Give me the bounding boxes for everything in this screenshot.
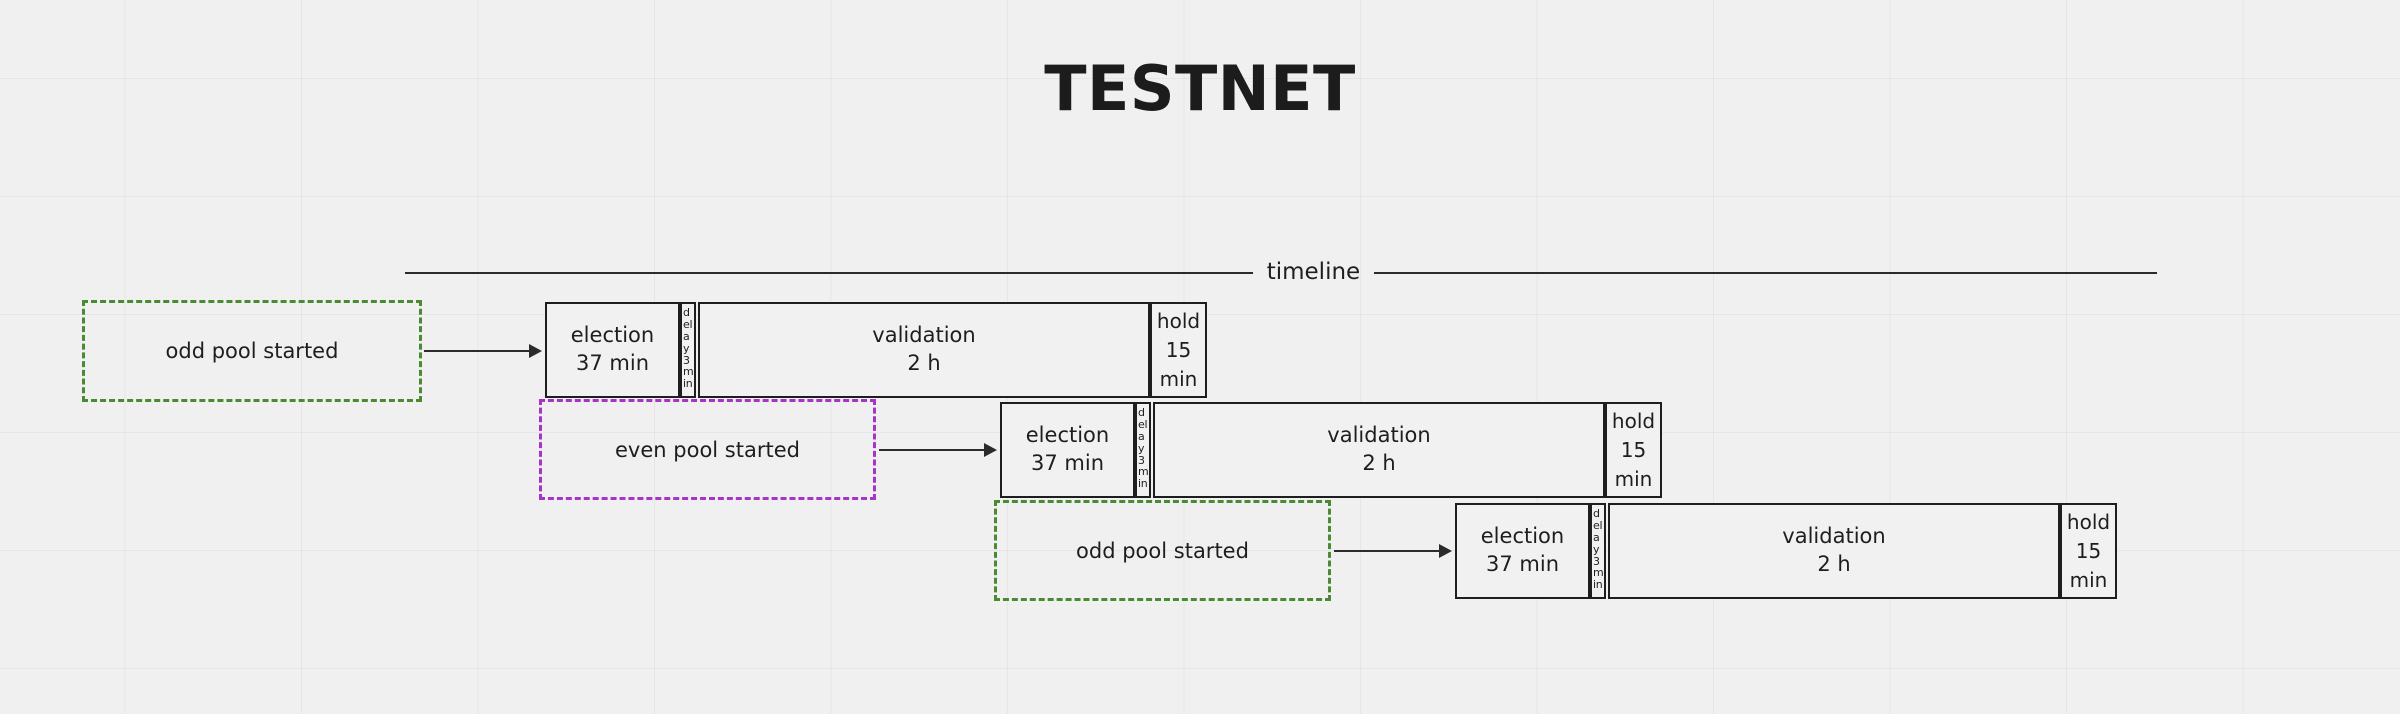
block-line-1: delay 3 min bbox=[1593, 507, 1604, 592]
block-line-3: min bbox=[1614, 466, 1653, 491]
block-line-2: 2 h bbox=[1817, 552, 1851, 576]
block-validation-row-3[interactable]: validation 2 h bbox=[1608, 503, 2060, 599]
block-line-1: hold bbox=[2066, 509, 2111, 534]
block-delay-row-1[interactable]: delay 3 min bbox=[680, 302, 696, 398]
arrow-shaft bbox=[1334, 550, 1440, 552]
block-line-1: election bbox=[1025, 423, 1110, 448]
block-line-3: min bbox=[1159, 366, 1198, 391]
arrow-head bbox=[984, 443, 997, 457]
callout-even-pool-started[interactable]: even pool started bbox=[539, 399, 876, 500]
page-title: TESTNET bbox=[1044, 52, 1356, 125]
block-line-1: hold bbox=[1156, 308, 1201, 333]
block-line-2: 15 bbox=[2075, 538, 2102, 563]
arrow-to-row-3 bbox=[1334, 544, 1452, 558]
arrow-shaft bbox=[879, 449, 985, 451]
block-validation-row-1[interactable]: validation 2 h bbox=[698, 302, 1150, 398]
block-line-1: election bbox=[570, 323, 655, 348]
callout-label: even pool started bbox=[615, 437, 800, 462]
arrow-shaft bbox=[424, 350, 530, 352]
block-delay-row-2[interactable]: delay 3 min bbox=[1135, 402, 1151, 498]
block-line-2: 15 bbox=[1165, 337, 1192, 362]
block-line-2: 15 bbox=[1620, 437, 1647, 462]
arrow-head bbox=[529, 344, 542, 358]
block-validation-row-2[interactable]: validation 2 h bbox=[1153, 402, 1605, 498]
callout-label: odd pool started bbox=[165, 339, 339, 363]
arrow-to-row-1 bbox=[424, 344, 542, 358]
block-line-1: validation bbox=[1327, 423, 1431, 448]
block-line-1: delay 3 min bbox=[683, 306, 694, 391]
arrow-to-row-2 bbox=[879, 443, 997, 457]
block-hold-row-1[interactable]: hold 15 min bbox=[1150, 302, 1207, 398]
timeline-axis-label: timeline bbox=[1266, 258, 1361, 285]
block-line-1: delay 3 min bbox=[1138, 406, 1149, 491]
callout-odd-pool-started-1[interactable]: odd pool started bbox=[82, 300, 422, 402]
block-line-2: 37 min bbox=[576, 351, 649, 375]
block-line-1: hold bbox=[1611, 408, 1656, 433]
block-line-3: min bbox=[2069, 567, 2108, 592]
block-line-2: 2 h bbox=[907, 351, 941, 375]
timeline-rule-left bbox=[405, 272, 1253, 274]
callout-odd-pool-started-2[interactable]: odd pool started bbox=[994, 500, 1331, 601]
arrow-head bbox=[1439, 544, 1452, 558]
callout-label: odd pool started bbox=[1076, 538, 1249, 563]
block-line-1: validation bbox=[1782, 524, 1886, 549]
timeline-axis: timeline bbox=[405, 258, 2157, 285]
block-election-row-3[interactable]: election 37 min bbox=[1455, 503, 1590, 599]
block-delay-row-3[interactable]: delay 3 min bbox=[1590, 503, 1606, 599]
block-election-row-1[interactable]: election 37 min bbox=[545, 302, 680, 398]
block-line-2: 37 min bbox=[1031, 451, 1104, 475]
block-hold-row-3[interactable]: hold 15 min bbox=[2060, 503, 2117, 599]
block-line-1: election bbox=[1480, 524, 1565, 549]
timeline-rule-right bbox=[1374, 272, 2157, 274]
block-hold-row-2[interactable]: hold 15 min bbox=[1605, 402, 1662, 498]
block-line-2: 37 min bbox=[1486, 552, 1559, 576]
block-line-2: 2 h bbox=[1362, 451, 1396, 475]
block-election-row-2[interactable]: election 37 min bbox=[1000, 402, 1135, 498]
block-line-1: validation bbox=[872, 323, 976, 348]
